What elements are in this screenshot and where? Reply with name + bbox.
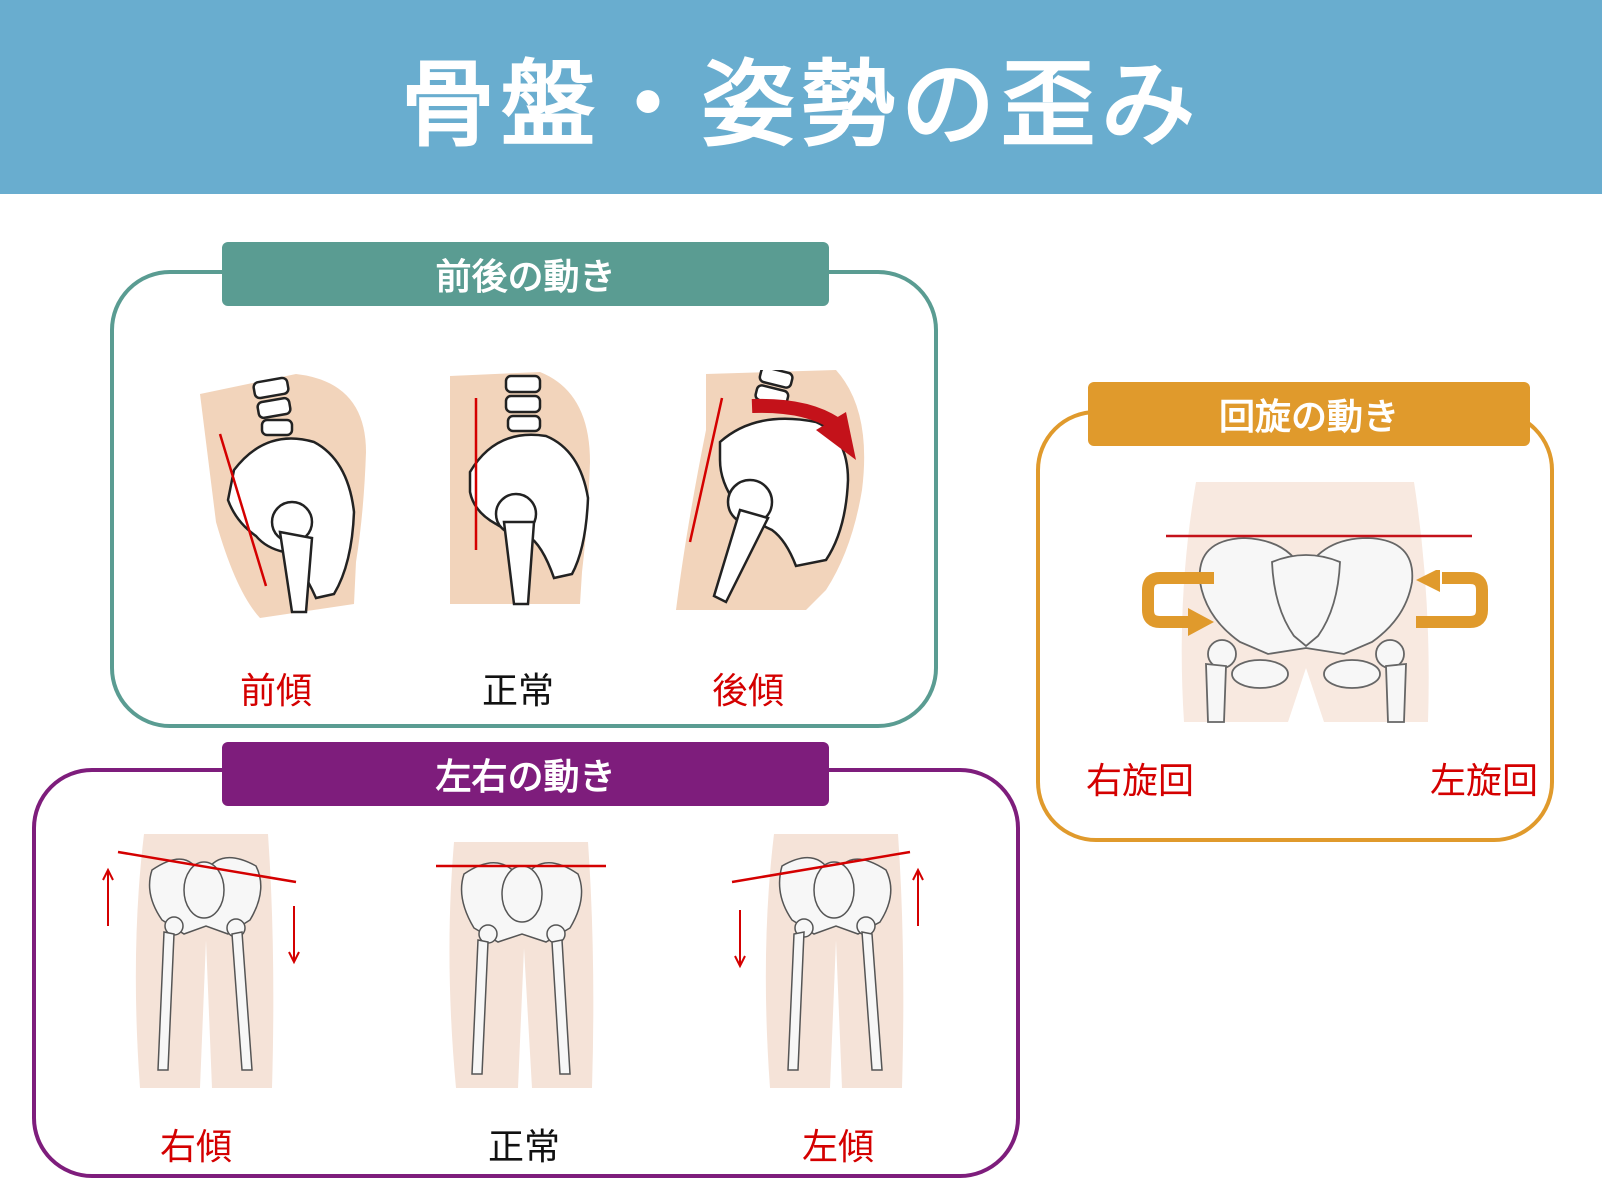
pelvis-front-normal [436, 838, 606, 1096]
pelvis-side-normal [450, 372, 600, 608]
pelvis-side-posterior-tilt [676, 370, 876, 616]
pelvis-front-right-tilt [100, 830, 310, 1096]
label-right-rotation: 右旋回 [1040, 752, 1240, 804]
title-banner: 骨盤・姿勢の歪み [0, 0, 1602, 194]
page-title: 骨盤・姿勢の歪み [401, 29, 1201, 165]
pelvis-front-left-tilt [730, 830, 940, 1096]
label-left-tilt: 左傾 [738, 1118, 938, 1170]
rotation-title: 回旋の動き [1088, 382, 1530, 446]
label-normal-front-back: 正常 [418, 662, 618, 714]
label-posterior-tilt: 後傾 [648, 662, 848, 714]
label-right-tilt: 右傾 [96, 1118, 296, 1170]
label-normal-left-right: 正常 [424, 1118, 624, 1170]
label-left-rotation: 左旋回 [1384, 752, 1584, 804]
pelvis-side-anterior-tilt [196, 372, 386, 620]
rotation-arrow-right [1138, 570, 1234, 640]
label-anterior-tilt: 前傾 [176, 662, 376, 714]
front-back-title: 前後の動き [222, 242, 829, 306]
rotation-arrow-left [1396, 570, 1492, 640]
left-right-title: 左右の動き [222, 742, 829, 806]
